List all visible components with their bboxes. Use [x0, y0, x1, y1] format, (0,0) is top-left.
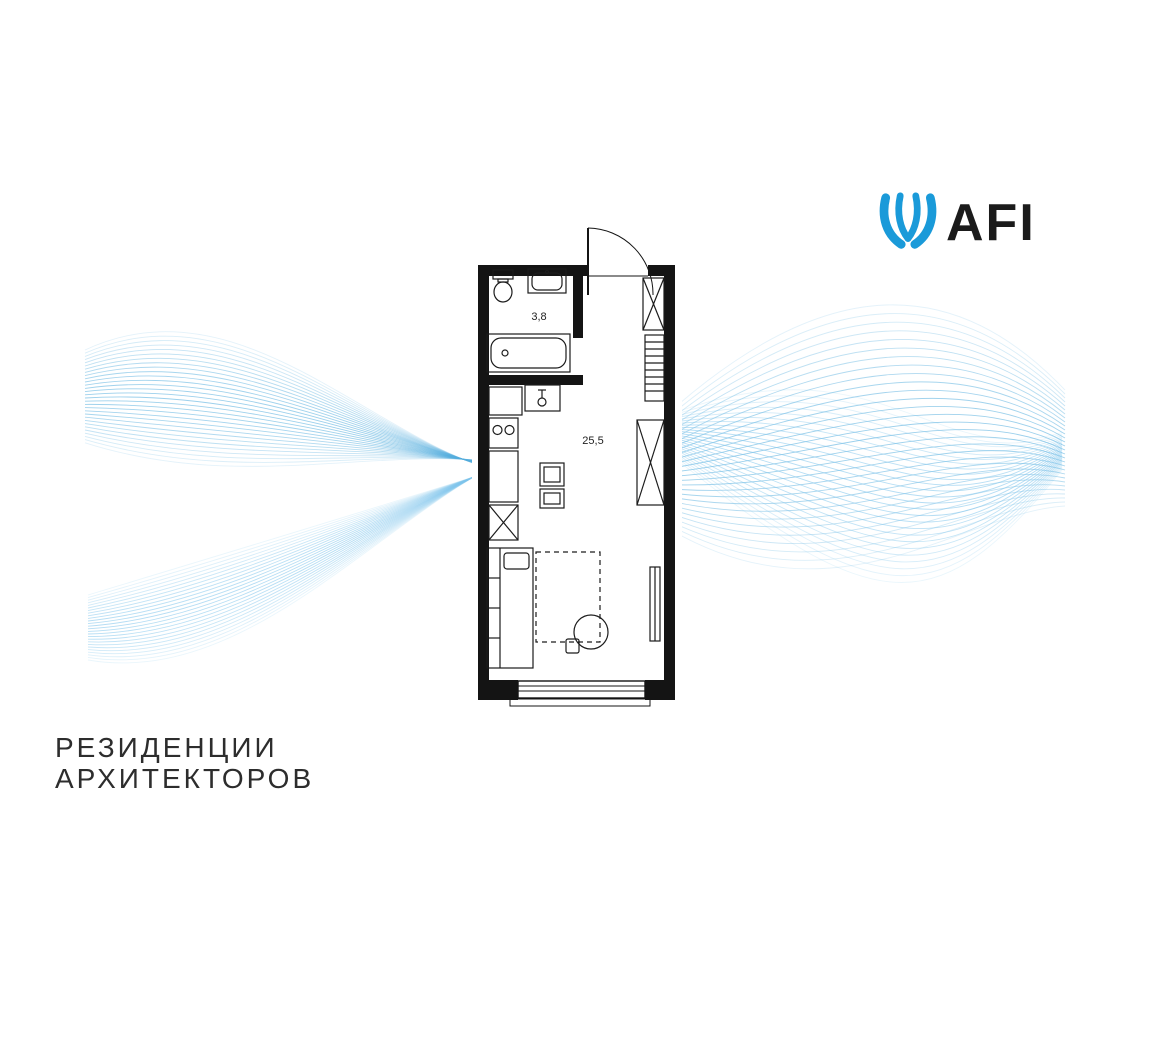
tagline-line2: АРХИТЕКТОРОВ: [55, 763, 315, 794]
vent-shaft-icon: [642, 277, 665, 331]
bathroom-partition-vertical: [573, 265, 583, 338]
bed-icon: [486, 547, 534, 669]
bathroom: [486, 268, 571, 373]
brand-tagline: РЕЗИДЕНЦИИ АРХИТЕКТОРОВ: [55, 732, 314, 794]
window-sill: [509, 698, 651, 707]
toilet-icon: [492, 269, 514, 303]
kitchen-sink-icon: [524, 384, 561, 412]
bathroom-area-label: 3,8: [531, 311, 546, 323]
table-icon: [565, 614, 609, 654]
tagline-line1: РЕЗИДЕНЦИИ: [55, 732, 278, 763]
kitchen-counter-lower: [488, 450, 519, 503]
entry-door-arc: [587, 227, 654, 296]
right-fixtures: [636, 277, 665, 642]
wardrobe-icon: [636, 419, 665, 506]
wall-top: [478, 265, 588, 276]
entry-door: [587, 227, 654, 296]
floor-plan: 3,8: [472, 220, 682, 710]
wall-left: [478, 265, 489, 700]
fridge-icon: [488, 504, 519, 541]
room-area-label: 25,5: [582, 435, 603, 447]
walls: [478, 265, 675, 700]
kitchen-counter: [488, 386, 523, 416]
shelves-icon: [644, 334, 665, 402]
afi-logo-icon: [879, 192, 937, 249]
stove-icon: [488, 417, 519, 449]
nightstand-icon: [539, 462, 565, 487]
foldout-zone: [535, 551, 601, 643]
kitchen: [488, 384, 561, 541]
wall-top-right-stub: [648, 265, 675, 276]
afi-logo: AFI: [876, 186, 1036, 260]
wall-bottom-left-jamb: [478, 680, 518, 700]
window-frame: [517, 680, 646, 699]
window: [509, 680, 651, 707]
wall-bottom-right-jamb: [645, 680, 675, 700]
bathroom-sink-icon: [527, 268, 567, 294]
bathroom-partition-horizontal: [478, 375, 583, 385]
wall-right: [664, 265, 675, 700]
bathtub-icon: [486, 333, 571, 373]
radiator-icon: [649, 566, 661, 642]
living-area: [486, 462, 609, 669]
afi-logo-text: AFI: [946, 194, 1036, 252]
nightstand-second-icon: [539, 488, 565, 509]
